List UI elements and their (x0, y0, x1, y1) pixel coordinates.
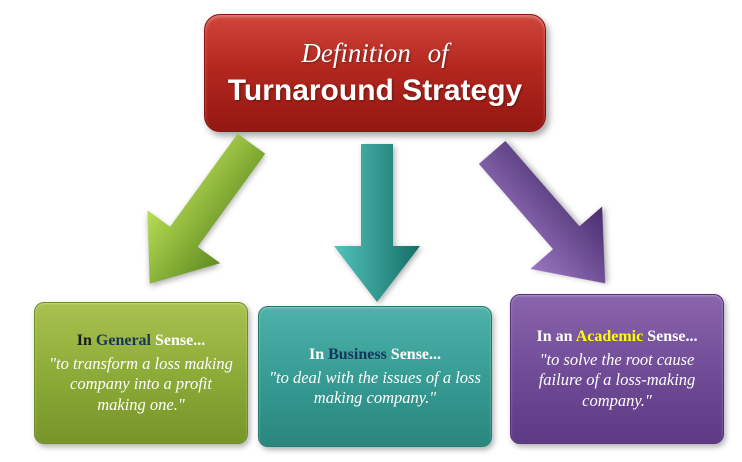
heading-prefix: In (308, 345, 329, 363)
box-heading-academic: In an Academic Sense... (537, 327, 698, 347)
heading-prefix: In (76, 332, 96, 350)
page-title: Turnaround Strategy (227, 74, 523, 107)
down-left-arrow-icon (147, 133, 266, 284)
heading-highlight: Business (328, 345, 387, 363)
box-quote-academic: "to solve the root cause failure of a lo… (538, 350, 696, 410)
heading-prefix: In an (536, 328, 576, 346)
heading-highlight: General (95, 332, 151, 350)
definition-box-business: In Business Sense... "to deal with the i… (258, 306, 492, 447)
heading-suffix: Sense... (643, 328, 698, 346)
box-quote-general: "to transform a loss making company into… (49, 354, 233, 414)
heading-suffix: Sense... (150, 332, 206, 350)
down-right-arrow-icon (478, 140, 606, 284)
title-subtitle: Definition of (301, 38, 449, 68)
box-quote-business: "to deal with the issues of a loss makin… (269, 367, 481, 407)
definition-box-general: In General Sense... "to transform a loss… (34, 302, 248, 444)
heading-suffix: Sense... (386, 345, 442, 363)
box-heading-business: In Business Sense... (309, 345, 441, 365)
down-arrow-icon (334, 144, 420, 302)
definition-box-academic: In an Academic Sense... "to solve the ro… (510, 294, 724, 444)
title-box: Definition of Turnaround Strategy (204, 14, 546, 132)
box-heading-general: In General Sense... (77, 331, 205, 351)
heading-highlight: Academic (575, 328, 644, 346)
